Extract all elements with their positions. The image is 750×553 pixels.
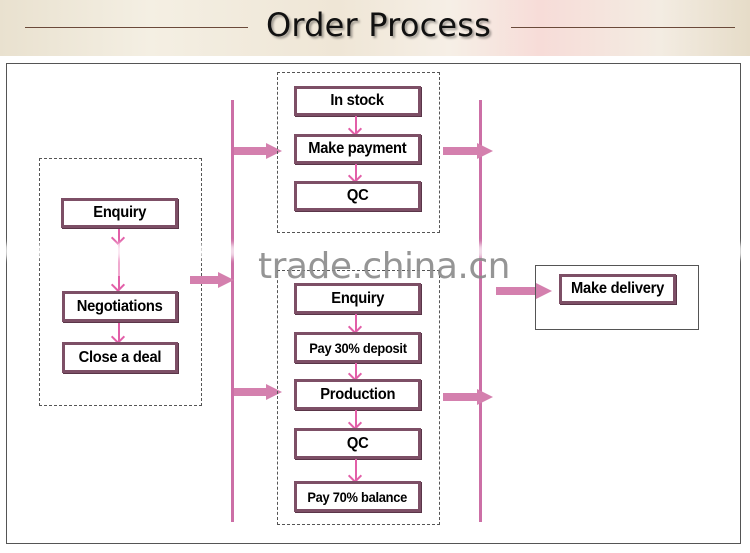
step-label: QC: [346, 187, 369, 204]
branch-line-right: [479, 100, 482, 522]
arrow-right-icon: [234, 384, 284, 400]
step-label: Make delivery: [571, 280, 664, 297]
arrow-right-icon: [234, 143, 284, 159]
title-rule-left: [25, 27, 248, 28]
down-arrow-icon: [347, 164, 363, 184]
step-production: Production: [294, 379, 421, 410]
step-label: Negotiations: [77, 297, 163, 315]
step-label: QC: [346, 434, 369, 452]
down-arrow-icon: [347, 314, 363, 335]
down-arrow-icon: [347, 363, 363, 382]
down-arrow-icon: [347, 459, 363, 484]
step-qc-production: QC: [294, 428, 421, 459]
down-arrow-icon: [347, 410, 363, 431]
step-pay-deposit: Pay 30% deposit: [294, 332, 421, 363]
title-rule-right: [511, 27, 735, 28]
down-arrow-icon: [110, 276, 126, 293]
page-title: Order Process: [265, 6, 492, 44]
arrow-right-icon: [443, 389, 495, 405]
step-label: Enquiry: [93, 204, 146, 221]
step-label: Production: [320, 385, 395, 403]
production-group-container: [277, 270, 440, 525]
step-label: Enquiry: [331, 289, 384, 307]
arrow-right-icon: [496, 283, 554, 299]
step-enquiry-production: Enquiry: [294, 283, 421, 314]
delivery-group-container: [535, 265, 699, 330]
in-stock-group-container: [277, 72, 440, 233]
watermark-band: [0, 244, 750, 258]
step-qc-stock: QC: [294, 181, 421, 211]
step-make-payment: Make payment: [294, 134, 421, 164]
down-arrow-icon: [110, 323, 126, 345]
step-enquiry: Enquiry: [61, 198, 178, 228]
step-pay-balance: Pay 70% balance: [294, 481, 421, 512]
step-make-delivery: Make delivery: [559, 274, 676, 304]
step-label: Close a deal: [78, 348, 162, 366]
down-arrow-icon: [110, 229, 126, 246]
diagram-frame: [6, 63, 741, 544]
step-label: Pay 30% deposit: [308, 339, 407, 356]
step-label: Pay 70% balance: [307, 488, 408, 505]
connector-line: [112, 244, 126, 276]
down-arrow-icon: [347, 116, 363, 137]
step-label: In stock: [330, 92, 385, 109]
step-label: Make payment: [308, 140, 407, 157]
step-negotiations: Negotiations: [62, 291, 178, 322]
step-close-a-deal: Close a deal: [62, 342, 178, 373]
arrow-right-icon: [443, 143, 495, 159]
branch-line-left: [231, 100, 234, 522]
header-banner: Order Process: [0, 0, 750, 56]
arrow-right-icon: [190, 272, 234, 288]
step-in-stock: In stock: [294, 86, 421, 116]
watermark-text: trade.china.cn: [258, 246, 510, 287]
